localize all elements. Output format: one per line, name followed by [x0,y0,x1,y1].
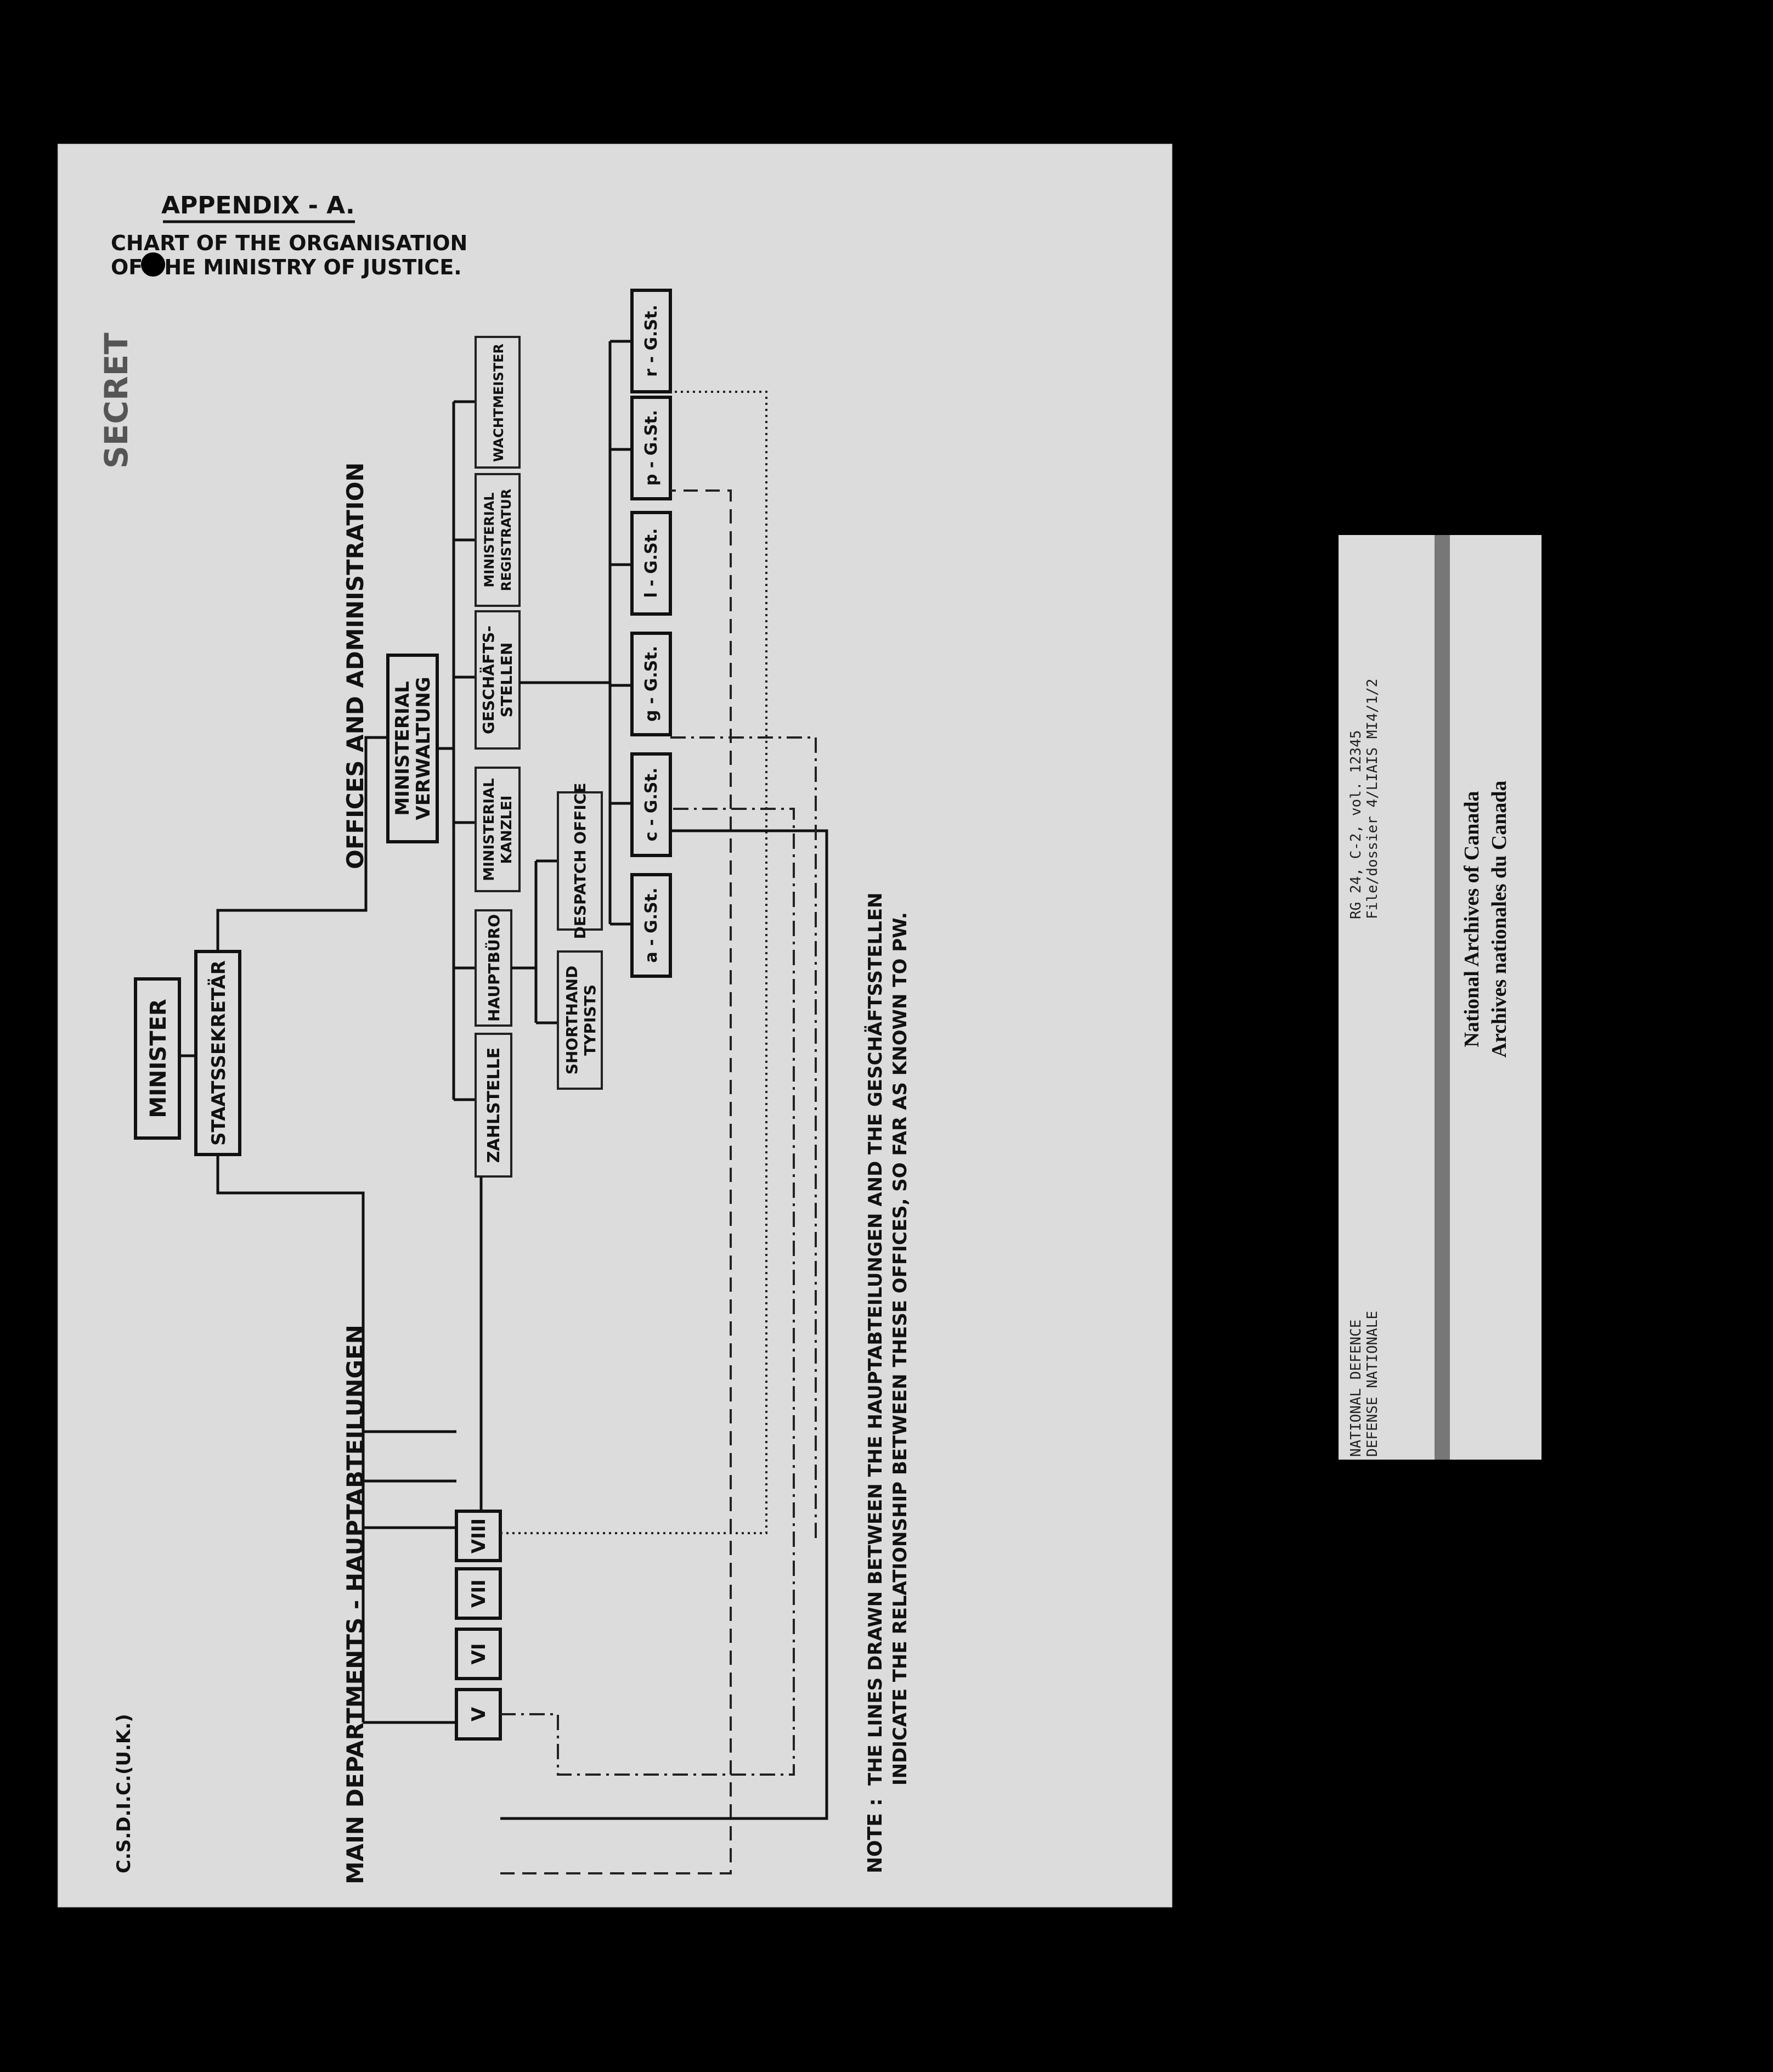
ministerial-verwaltung-label-1: MINISTERIAL [392,681,414,815]
gst-p-label: p - G.St. [642,410,661,486]
despatch-office-box [557,791,603,931]
ministerial-verwaltung-box [386,654,439,843]
dept-7-box [455,1567,502,1620]
dept-7-label: VII [468,1579,490,1608]
label-divider-stripe [1435,535,1450,1460]
ministerial-kanzlei-box [475,767,521,892]
staatssekretar-box [194,950,241,1156]
dept-5-label: V [468,1707,490,1721]
gst-r-label: r - G.St. [642,305,661,377]
minister-label: MINISTER [146,999,171,1118]
relation-dept5-gst-c [500,808,795,1776]
gst-c-label: c - G.St. [642,768,661,842]
ministerial-registratur-label-1: MINISTERIAL [482,492,497,587]
title-line-1: CHART OF THE ORGANISATION [111,231,467,255]
link-staats-offices [216,736,388,951]
ministerial-kanzlei-label-2: KANZLEI [499,796,515,864]
ministerial-registratur-label-2: REGISTRATUR [499,489,514,592]
archive-ref-line-1: RG 24, C-2, vol. 12345 [1348,730,1364,919]
relation-dept1-gst-p [500,489,732,1874]
archive-dept-line-1: NATIONAL DEFENCE [1348,1320,1364,1457]
archive-ref-line-2: File/dossier 4/LIAIS MI4/1/2 [1364,679,1381,919]
gst-g-label: g - G.St. [642,646,661,722]
staatssekretar-label: STAATSSEKRETÄR [207,960,230,1146]
note-line-1: THE LINES DRAWN BETWEEN THE HAUPTABTEILU… [864,892,886,1786]
link-staats-departments [216,1155,365,1722]
gst-g-box [630,632,672,736]
ministerial-kanzlei-label-1: MINISTERIAL [481,778,498,881]
title-line-2: OF THE MINISTRY OF JUSTICE. [111,255,462,279]
archive-label: NATIONAL DEFENCE DEFENSE NATIONALE RG 24… [1339,535,1542,1460]
wachtmeister-label: WACHTMEISTER [491,344,506,462]
despatch-office-label: DESPATCH OFFICE [571,783,589,939]
note-label: NOTE : [864,1798,886,1873]
document-sheet: APPENDIX - A. CHART OF THE ORGANISATION … [58,144,1172,1907]
archive-name-fr: Archives nationales du Canada [1488,780,1511,1057]
gst-c-box [630,752,672,857]
gst-a-label: a - G.St. [642,888,661,963]
ministerial-registratur-box [475,473,521,607]
appendix-label: APPENDIX - A. [161,192,355,219]
dept-6-box [455,1628,502,1680]
dept-8-label: VIII [468,1518,490,1553]
hauptburo-label: HAUPTBÜRO [484,914,503,1022]
relation-dept2-gst-c [500,829,828,1820]
section-offices-label: OFFICES AND ADMINISTRATION [342,463,369,869]
wachtmeister-box [475,336,521,469]
shorthand-typists-label-2: TYPISTS [581,984,599,1056]
punch-hole [141,252,165,277]
archive-dept-line-2: DEFENSE NATIONALE [1364,1311,1381,1457]
note-line-2: INDICATE THE RELATIONSHIP BETWEEN THESE … [889,912,911,1786]
zahlstelle-label: ZAHLSTELLE [484,1048,504,1163]
relation-dept8-gst-r [500,391,767,1534]
dept-5-box [455,1688,502,1741]
dept-8-box [455,1510,502,1562]
gst-a-box [630,873,672,978]
section-departments-label: MAIN DEPARTMENTS - HAUPTABTEILUNGEN [342,1325,369,1884]
archive-name-en: National Archives of Canada [1460,791,1483,1048]
gst-l-box [630,511,672,616]
dept-6-label: VI [468,1643,490,1665]
geschaftsstellen-box [475,610,521,750]
org-chart: APPENDIX - A. CHART OF THE ORGANISATION … [98,192,911,1884]
ministerial-verwaltung-label-2: VERWALTUNG [413,677,434,820]
gst-l-label: l - G.St. [642,528,661,598]
geschaftsstellen-label-2: STELLEN [498,643,516,718]
zahlstelle-box [475,1033,512,1178]
source-label: C.S.D.I.C.(U.K.) [113,1714,135,1873]
archive-label-card: NATIONAL DEFENCE DEFENSE NATIONALE RG 24… [1339,535,1542,1460]
shorthand-typists-label-1: SHORTHAND [563,966,581,1075]
geschaftsstellen-label-1: GESCHÄFTS- [479,626,498,734]
shorthand-typists-box [557,950,603,1090]
relation-gst-g [670,736,817,1539]
classification-stamp: SECRET [98,333,135,469]
gst-p-box [630,396,672,500]
minister-box [134,977,181,1140]
gst-r-box [630,289,672,393]
